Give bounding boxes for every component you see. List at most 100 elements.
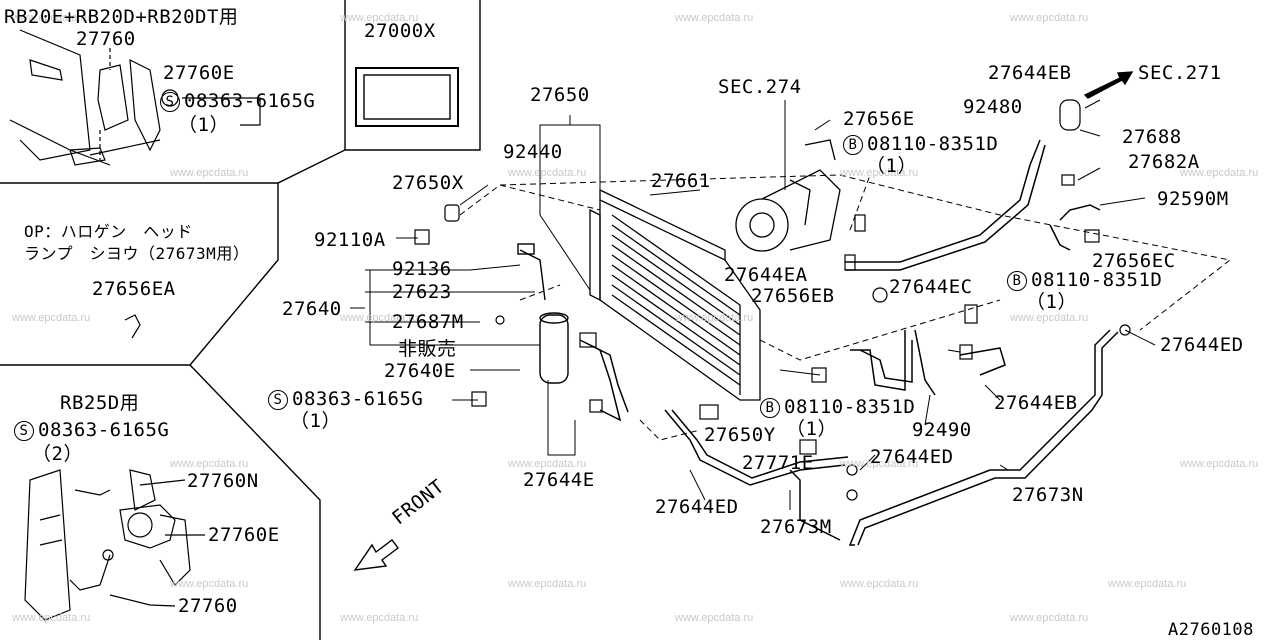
- watermark: www.epcdata.ru: [12, 12, 91, 24]
- part-label: 27760N: [187, 470, 259, 492]
- part-label: 27640E: [384, 360, 456, 382]
- part-label: 27661: [651, 170, 711, 192]
- quantity-label: （1）: [1026, 291, 1077, 313]
- part-label: 92480: [963, 96, 1023, 118]
- s-symbol-icon: S: [160, 92, 180, 112]
- part-label: 92590M: [1157, 188, 1229, 210]
- part-label: 92136: [392, 258, 452, 280]
- watermark: www.epcdata.ru: [12, 612, 91, 624]
- part-label: 92110A: [314, 229, 386, 251]
- section-ref-label: SEC.271: [1138, 62, 1222, 84]
- part-label: 27623: [392, 281, 452, 303]
- watermark: www.epcdata.ru: [675, 612, 754, 624]
- watermark: www.epcdata.ru: [508, 167, 587, 179]
- part-label: 27644ED: [870, 446, 954, 468]
- b-symbol-icon: B: [1007, 271, 1027, 291]
- watermark: www.epcdata.ru: [675, 12, 754, 24]
- watermark: www.epcdata.ru: [840, 167, 919, 179]
- part-label: 27771E: [742, 452, 814, 474]
- watermark: www.epcdata.ru: [1108, 578, 1187, 590]
- receiver-drier: [517, 243, 569, 384]
- part-label: 27644EB: [994, 392, 1078, 414]
- watermark: www.epcdata.ru: [1180, 458, 1259, 470]
- part-label: 27656EC: [1092, 250, 1176, 272]
- s-symbol-icon: S: [268, 390, 288, 410]
- watermark: www.epcdata.ru: [508, 578, 587, 590]
- watermark: www.epcdata.ru: [840, 578, 919, 590]
- part-label: 27644E: [523, 469, 595, 491]
- part-box-label: 27000X: [364, 20, 436, 42]
- quantity-label: （1）: [290, 410, 341, 432]
- watermark: www.epcdata.ru: [675, 312, 754, 324]
- part-label: 27760E: [163, 62, 235, 84]
- diagram-code: A2760108: [1168, 620, 1254, 640]
- inset-title-rb25: RB25D用: [60, 392, 140, 414]
- watermark: www.epcdata.ru: [12, 312, 91, 324]
- dashed-guides: [459, 174, 1232, 441]
- inset-rb20-drawing: [9, 29, 261, 166]
- leader-lines: [350, 99, 1156, 510]
- watermark: www.epcdata.ru: [1010, 312, 1089, 324]
- watermark: www.epcdata.ru: [508, 458, 587, 470]
- quantity-label: （2）: [32, 443, 83, 465]
- part-label: 27673N: [1012, 484, 1084, 506]
- watermark: www.epcdata.ru: [1180, 167, 1259, 179]
- quantity-label: （1）: [178, 114, 229, 136]
- watermark: www.epcdata.ru: [340, 312, 419, 324]
- part-label: 27688: [1122, 126, 1182, 148]
- option-note-line2: ランプ シヨウ（27673M用）: [24, 244, 250, 263]
- part-label: 27644EC: [889, 276, 973, 298]
- part-label: 27640: [282, 298, 342, 320]
- inset-rb25-drawing: [24, 469, 205, 621]
- inset-title-rb20: RB20E+RB20D+RB20DT用: [4, 6, 239, 28]
- quantity-label: （1）: [786, 418, 837, 440]
- part-label: 92490: [912, 419, 972, 441]
- part-label: 27656EA: [92, 278, 176, 300]
- part-label: 27644EB: [988, 62, 1072, 84]
- quantity-label: （1）: [866, 155, 917, 177]
- watermark: www.epcdata.ru: [840, 458, 919, 470]
- s-symbol-icon: S: [14, 421, 34, 441]
- watermark: www.epcdata.ru: [1010, 612, 1089, 624]
- compressor: [735, 139, 841, 252]
- hoses: [579, 139, 1119, 546]
- sec271-arrow: [1083, 71, 1134, 99]
- watermark: www.epcdata.ru: [170, 578, 249, 590]
- watermark: www.epcdata.ru: [1010, 12, 1089, 24]
- watermark: www.epcdata.ru: [340, 12, 419, 24]
- b-symbol-icon: B: [760, 398, 780, 418]
- section-ref-label: SEC.274: [718, 76, 802, 98]
- b-symbol-icon: B: [843, 135, 863, 155]
- part-label: 27656EB: [751, 285, 835, 307]
- part-label: 27760: [76, 28, 136, 50]
- watermark: www.epcdata.ru: [170, 167, 249, 179]
- watermark: www.epcdata.ru: [170, 458, 249, 470]
- part-label: 27650Y: [704, 424, 776, 446]
- condenser: [589, 188, 761, 401]
- part-label: 27656E: [843, 108, 915, 130]
- part-label: 27644ED: [655, 496, 739, 518]
- part-label: 27644ED: [1160, 334, 1244, 356]
- watermark: www.epcdata.ru: [340, 612, 419, 624]
- part-label: 27682A: [1128, 151, 1200, 173]
- not-sold-label: 非販売: [398, 338, 457, 360]
- fittings: [124, 99, 1131, 501]
- part-label: 27760: [178, 595, 238, 617]
- inset-borders: [0, 0, 481, 640]
- front-arrow: [353, 539, 399, 571]
- part-label: 92440: [503, 141, 563, 163]
- part-label: 27650X: [392, 172, 464, 194]
- part-label: 27760E: [208, 524, 280, 546]
- part-label: 27687M: [392, 311, 464, 333]
- part-label: 27673M: [760, 516, 832, 538]
- part-label: 27650: [530, 84, 590, 106]
- option-note-line1: OP：ハロゲン ヘッド: [24, 222, 193, 241]
